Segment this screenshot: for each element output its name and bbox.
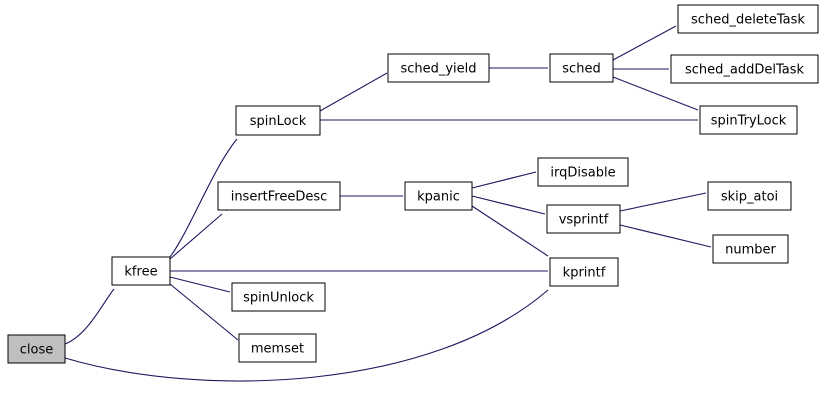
edge-line bbox=[612, 25, 677, 61]
node-box[interactable] bbox=[217, 181, 341, 211]
node-number[interactable]: number bbox=[712, 234, 789, 264]
node-box[interactable] bbox=[7, 334, 66, 364]
node-sched_yield[interactable]: sched_yield bbox=[387, 53, 490, 83]
node-kpanic[interactable]: kpanic bbox=[404, 181, 473, 211]
node-box[interactable] bbox=[670, 54, 819, 84]
node-spinLock[interactable]: spinLock bbox=[235, 105, 321, 136]
node-label: kpanic bbox=[417, 190, 460, 205]
node-label: kfree bbox=[124, 265, 157, 280]
node-insertFreeDesc[interactable]: insertFreeDesc bbox=[217, 181, 341, 211]
edge-line bbox=[64, 288, 115, 345]
node-sched[interactable]: sched bbox=[549, 53, 614, 83]
edge-line bbox=[471, 205, 549, 257]
node-box[interactable] bbox=[537, 157, 629, 187]
node-label: number bbox=[725, 243, 776, 258]
node-label: sched_deleteTask bbox=[691, 13, 805, 28]
edge-line bbox=[169, 283, 239, 341]
node-box[interactable] bbox=[111, 256, 171, 286]
node-box[interactable] bbox=[712, 234, 789, 264]
node-box[interactable] bbox=[549, 53, 614, 83]
node-sched_deleteTask[interactable]: sched_deleteTask bbox=[677, 4, 819, 34]
node-label: sched_yield bbox=[400, 62, 476, 77]
node-label: spinTryLock bbox=[711, 114, 787, 129]
edge-sched-to-spinTryLock bbox=[612, 76, 714, 121]
node-box[interactable] bbox=[231, 282, 326, 312]
edge-vsprintf-to-number bbox=[619, 224, 727, 256]
node-label: irqDisable bbox=[550, 166, 615, 181]
edge-line bbox=[169, 276, 231, 293]
edge-line bbox=[169, 213, 223, 260]
node-label: skip_atoi bbox=[721, 190, 778, 205]
node-irqDisable[interactable]: irqDisable bbox=[537, 157, 629, 187]
edge-line bbox=[619, 192, 707, 212]
node-box[interactable] bbox=[699, 105, 798, 135]
edge-vsprintf-to-skip_atoi bbox=[619, 185, 722, 212]
node-box[interactable] bbox=[387, 53, 490, 83]
node-spinTryLock[interactable]: spinTryLock bbox=[699, 105, 798, 135]
node-close[interactable]: close bbox=[7, 334, 66, 364]
node-skip_atoi[interactable]: skip_atoi bbox=[707, 181, 792, 211]
node-label: insertFreeDesc bbox=[231, 190, 328, 205]
node-box[interactable] bbox=[707, 181, 792, 211]
edge-line bbox=[612, 76, 699, 111]
node-memset[interactable]: memset bbox=[238, 333, 317, 363]
node-box[interactable] bbox=[404, 181, 473, 211]
node-box[interactable] bbox=[546, 204, 621, 234]
node-box[interactable] bbox=[549, 257, 619, 287]
edge-line bbox=[619, 224, 712, 248]
node-vsprintf[interactable]: vsprintf bbox=[546, 204, 621, 234]
node-label: vsprintf bbox=[559, 213, 609, 228]
nodes-layer: close kfree spinLock insertFreeDesc spinUnlo… bbox=[7, 4, 819, 364]
edge-kfree-to-kprintf bbox=[170, 266, 563, 276]
node-box[interactable] bbox=[677, 4, 819, 34]
node-label: memset bbox=[251, 342, 304, 357]
node-spinUnlock[interactable]: spinUnlock bbox=[231, 282, 326, 312]
edge-line bbox=[169, 138, 238, 258]
node-label: sched bbox=[562, 62, 600, 77]
node-sched_addDelTask[interactable]: sched_addDelTask bbox=[670, 54, 819, 84]
node-box[interactable] bbox=[238, 333, 317, 363]
edge-line bbox=[471, 195, 546, 215]
node-kprintf[interactable]: kprintf bbox=[549, 257, 619, 287]
node-label: spinLock bbox=[250, 114, 307, 129]
node-label: close bbox=[20, 343, 53, 358]
node-kfree[interactable]: kfree bbox=[111, 256, 171, 286]
node-box[interactable] bbox=[235, 105, 321, 136]
node-label: spinUnlock bbox=[243, 291, 314, 306]
edge-line bbox=[319, 72, 388, 112]
edge-spinLock-to-spinTryLock bbox=[320, 115, 713, 125]
node-label: sched_addDelTask bbox=[685, 63, 805, 78]
edge-line bbox=[471, 171, 537, 189]
node-label: kprintf bbox=[563, 266, 606, 281]
edge-line bbox=[64, 289, 549, 382]
